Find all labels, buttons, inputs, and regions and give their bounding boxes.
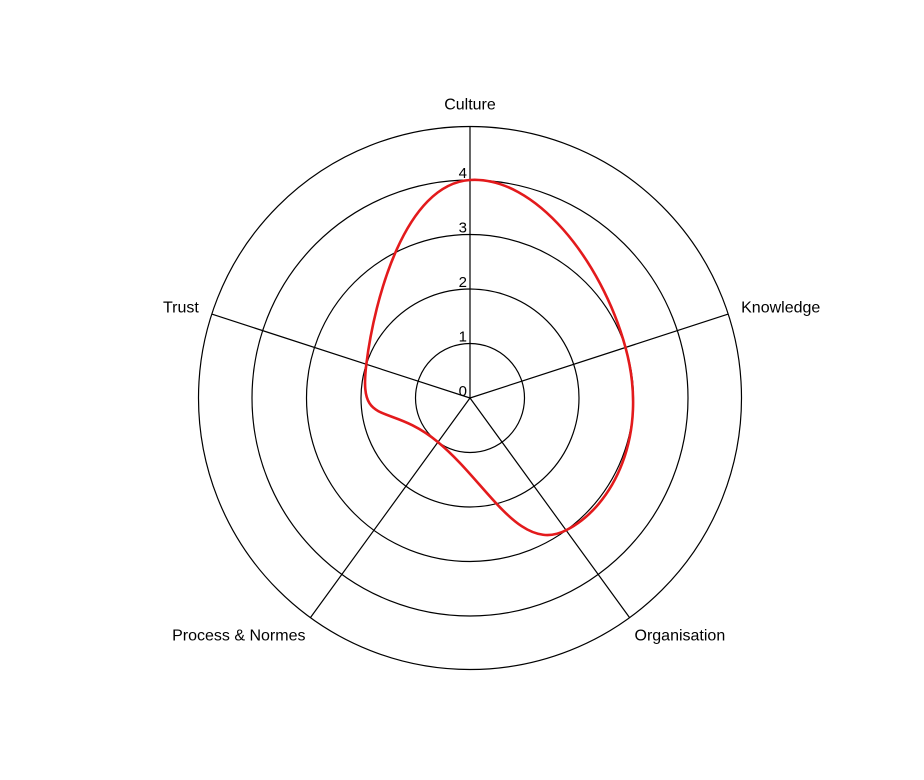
axis-line <box>309 397 471 619</box>
tick-label: 3 <box>459 220 467 237</box>
axis-line <box>469 397 631 619</box>
series-line <box>363 178 635 537</box>
axis-line <box>211 313 471 399</box>
tick-label: 1 <box>459 329 467 346</box>
axis-label: Trust <box>163 299 199 316</box>
axis-layer <box>211 126 729 619</box>
axis-label: Culture <box>444 97 496 114</box>
tick-layer: 0 1 2 3 4 <box>459 165 467 400</box>
series-layer <box>363 178 635 537</box>
axis-line <box>469 313 729 399</box>
axis-label: Knowledge <box>741 299 820 316</box>
tick-label: 2 <box>459 274 467 291</box>
tick-label: 0 <box>459 383 467 400</box>
axis-label: Organisation <box>635 627 726 644</box>
axis-label: Process & Normes <box>172 627 305 644</box>
tick-label: 4 <box>459 165 467 182</box>
